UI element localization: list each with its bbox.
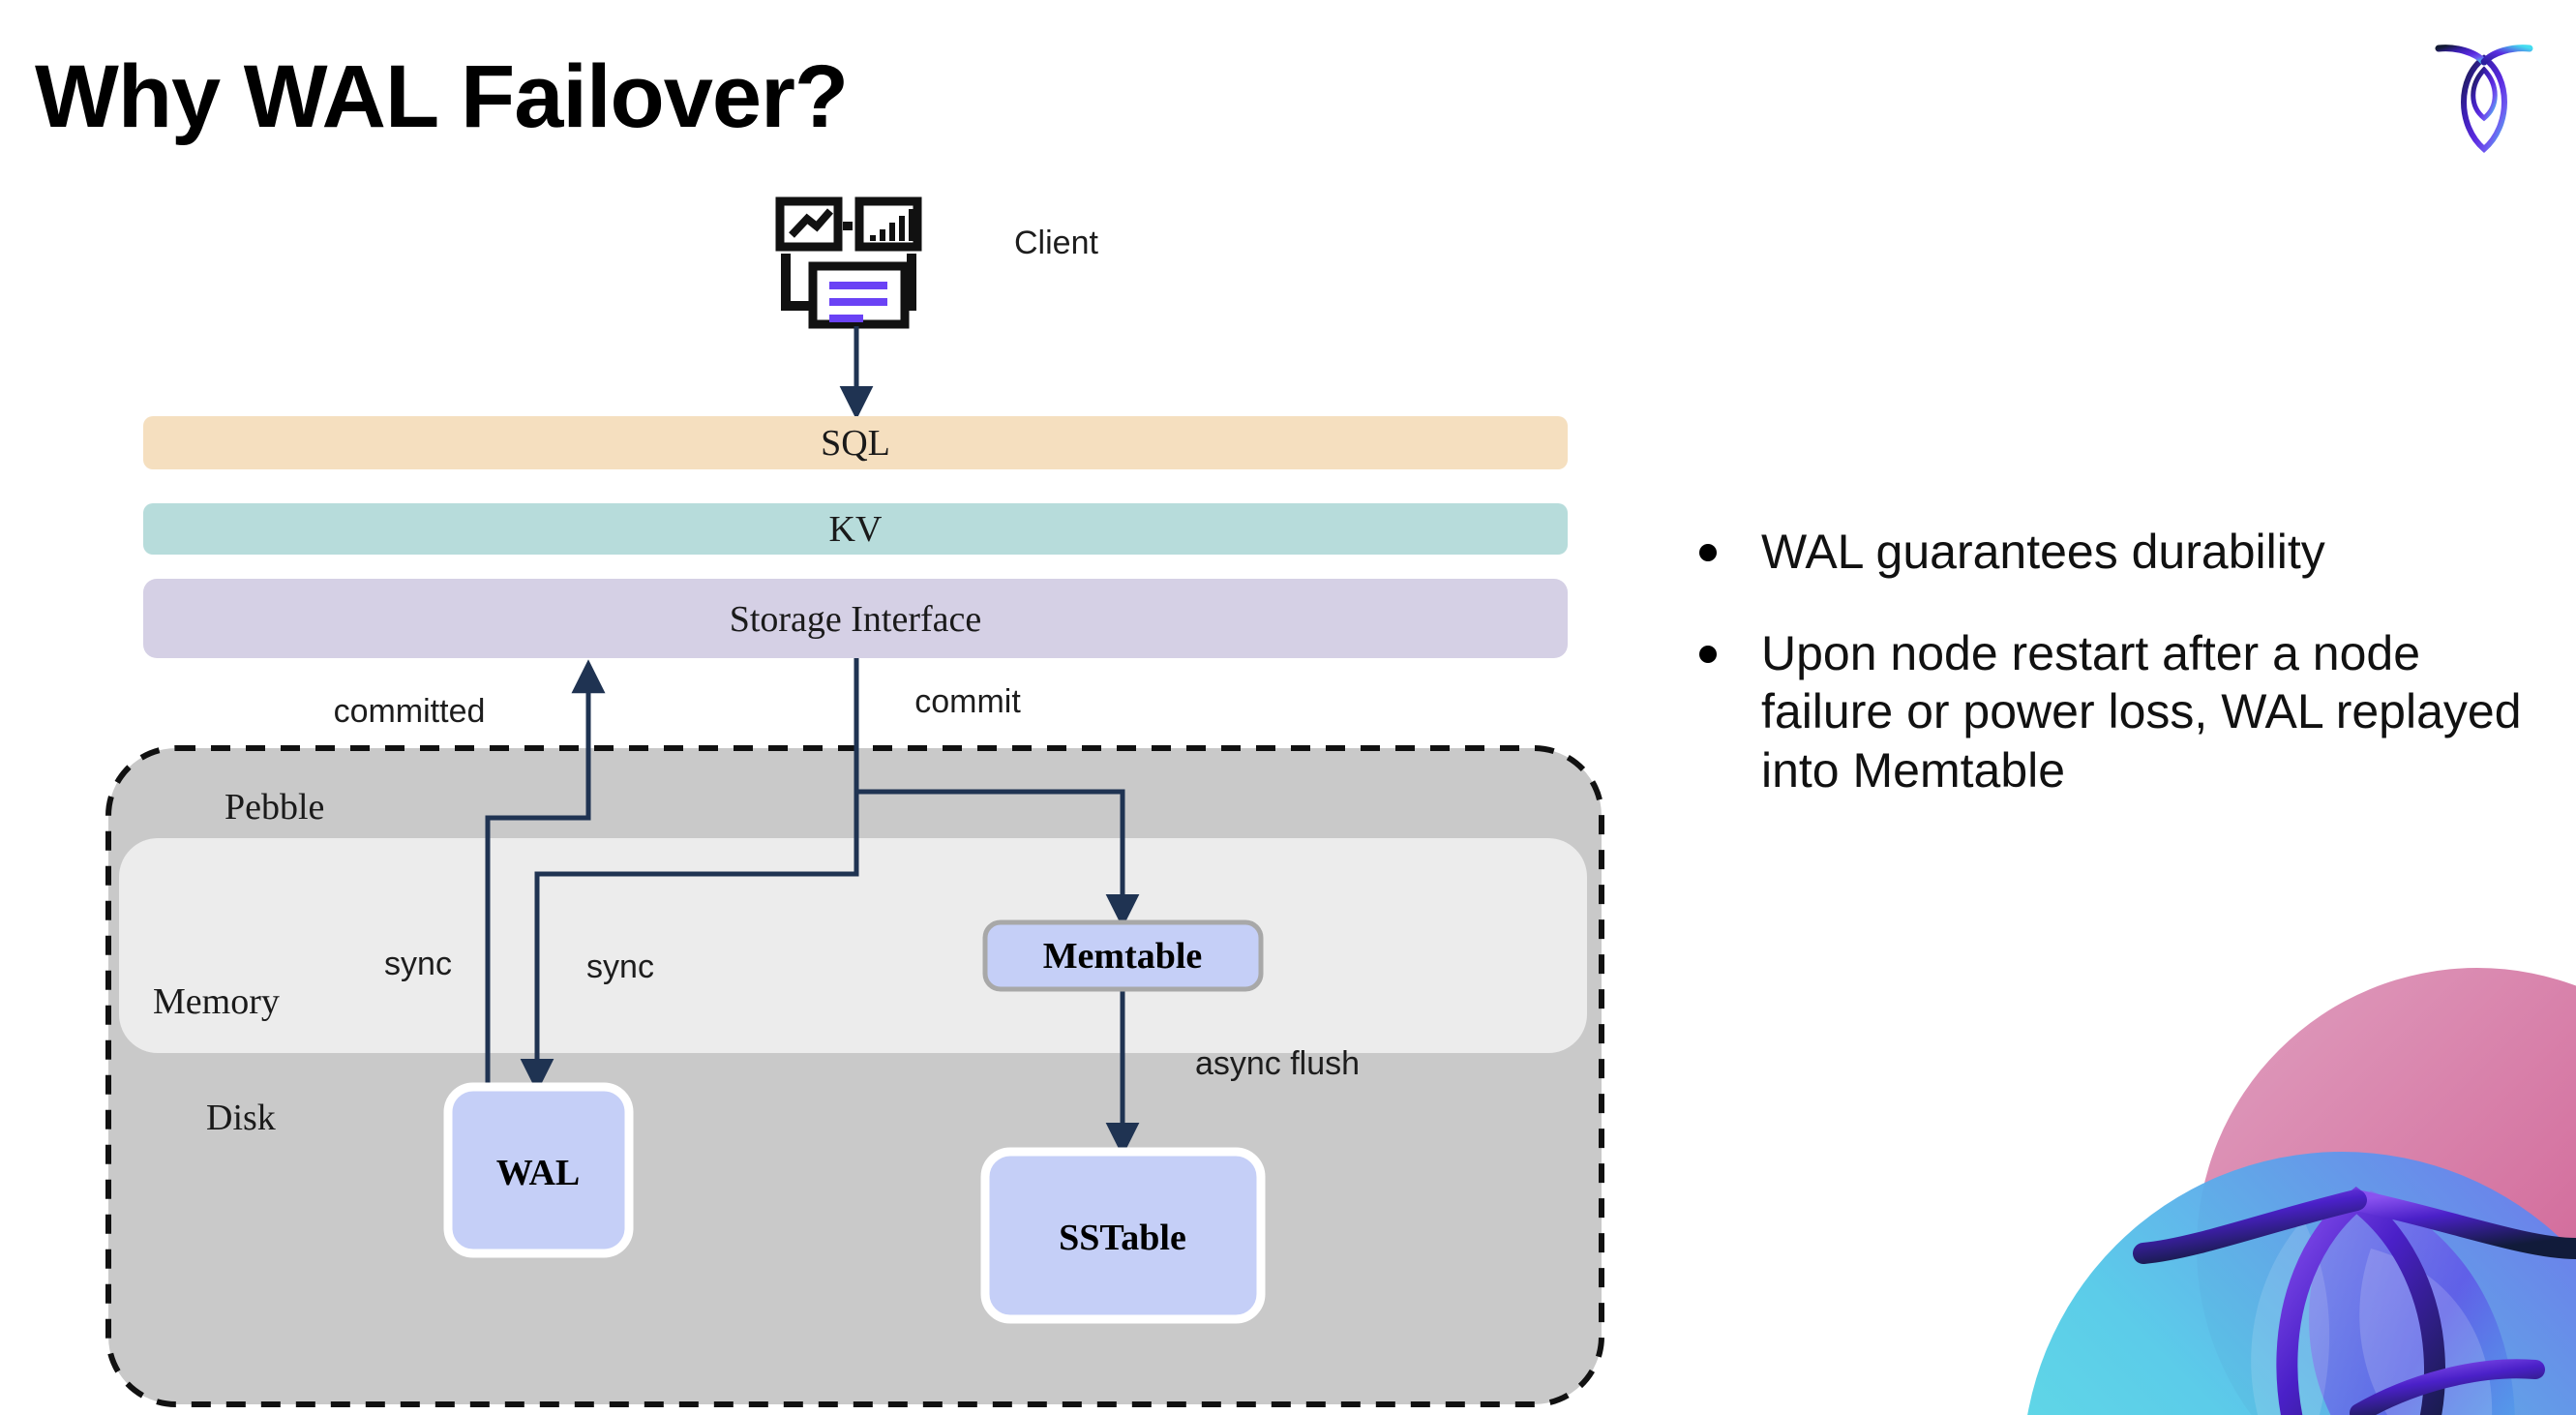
layer-bar-kv <box>143 503 1568 555</box>
node-label-wal: WAL <box>496 1153 581 1193</box>
memory-label: Memory <box>153 981 280 1022</box>
node-sstable <box>980 1147 1266 1324</box>
edge-commit-to-wal <box>520 658 859 1093</box>
edge-label-sync-left: sync <box>384 946 452 982</box>
edge-commit-to-memtable <box>856 789 1140 928</box>
list-item: Upon node restart after a node failure o… <box>1699 624 2531 800</box>
node-label-sstable: SSTable <box>1059 1218 1186 1258</box>
edge-label-sync-right: sync <box>586 948 654 985</box>
pebble-label: Pebble <box>225 787 324 828</box>
page-title: Why WAL Failover? <box>35 47 849 146</box>
node-memtable <box>982 919 1264 992</box>
bullet-dot-icon <box>1699 645 1717 663</box>
layer-bar-sql <box>143 416 1568 469</box>
layer-label-sql: SQL <box>821 423 890 464</box>
layer-label-kv: KV <box>829 509 883 550</box>
architecture-diagram: Client SQL KV Storage Interface Pebble M… <box>105 196 1604 1407</box>
node-label-memtable: Memtable <box>1043 936 1203 977</box>
layer-label-storage-interface: Storage Interface <box>730 599 982 640</box>
list-item: WAL guarantees durability <box>1699 523 2531 582</box>
bullet-dot-icon <box>1699 544 1717 561</box>
edge-label-commit: commit <box>914 683 1021 720</box>
memory-zone <box>119 838 1587 1053</box>
client-dashboard-icon <box>775 196 922 329</box>
edge-label-committed: committed <box>334 693 486 730</box>
cockroachdb-petals-decoration-icon <box>1955 929 2576 1415</box>
disk-label: Disk <box>206 1098 276 1138</box>
edge-committed <box>485 659 606 1087</box>
client-label: Client <box>1014 225 1098 261</box>
bullet-text: Upon node restart after a node failure o… <box>1761 625 2522 798</box>
node-wal <box>443 1082 634 1258</box>
edge-label-async-flush: async flush <box>1195 1045 1360 1082</box>
layer-bar-storage-interface <box>143 579 1568 658</box>
bullet-list: WAL guarantees durability Upon node rest… <box>1699 523 2531 842</box>
cockroachdb-logo-icon <box>2411 21 2557 157</box>
bullet-text: WAL guarantees durability <box>1761 525 2325 579</box>
